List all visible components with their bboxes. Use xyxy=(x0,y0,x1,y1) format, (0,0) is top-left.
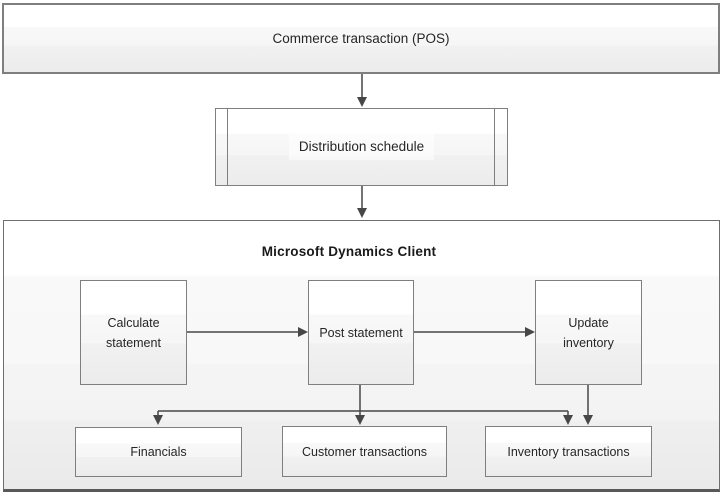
node-calculate-statement: Calculate statement xyxy=(80,280,187,385)
node-financials-label: Financials xyxy=(130,445,187,459)
predefined-process-right-bar xyxy=(494,109,495,185)
node-inventory-transactions: Inventory transactions xyxy=(485,426,652,477)
node-update-inventory: Update inventory xyxy=(535,280,642,385)
predefined-process-left-bar xyxy=(227,109,228,185)
node-customer-transactions-label: Customer transactions xyxy=(301,444,428,459)
dynamics-client-title: Microsoft Dynamics Client xyxy=(261,244,437,259)
node-commerce-transaction-label: Commerce transaction (POS) xyxy=(272,30,450,46)
arrowhead-commerce-to-distribution xyxy=(357,97,367,107)
node-update-inventory-label: Update inventory xyxy=(563,315,614,350)
arrowhead-distribution-to-container xyxy=(357,208,367,218)
node-distribution-schedule: Distribution schedule xyxy=(215,108,508,186)
node-financials: Financials xyxy=(75,427,242,477)
node-distribution-schedule-label: Distribution schedule xyxy=(288,134,435,160)
node-post-statement-label: Post statement xyxy=(319,325,403,340)
node-calculate-statement-label: Calculate statement xyxy=(106,315,161,350)
node-customer-transactions: Customer transactions xyxy=(282,426,447,477)
node-commerce-transaction: Commerce transaction (POS) xyxy=(2,3,720,74)
node-post-statement: Post statement xyxy=(308,280,414,385)
node-inventory-transactions-label: Inventory transactions xyxy=(507,444,630,459)
